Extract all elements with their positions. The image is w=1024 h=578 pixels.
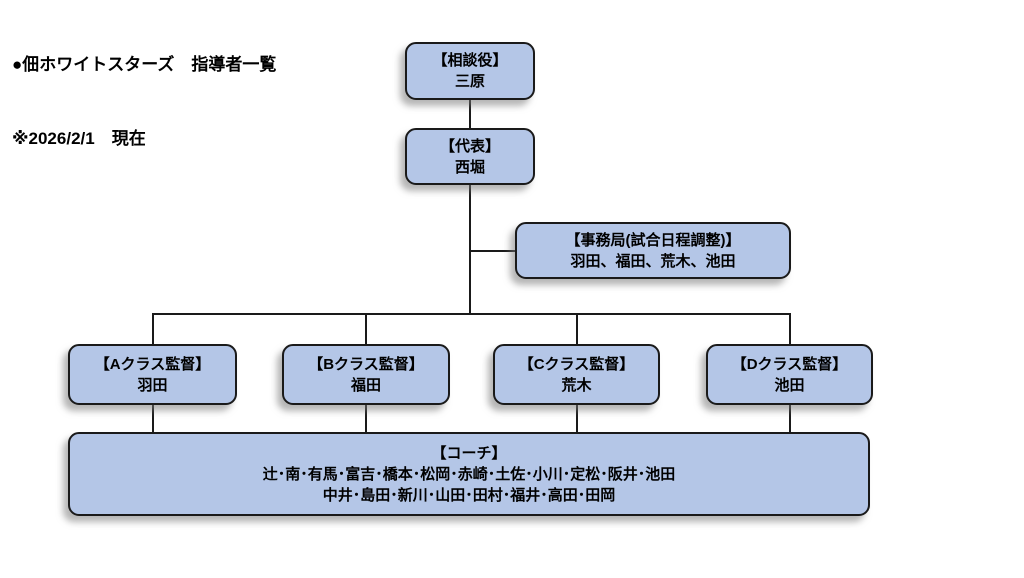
node-representative-names: 西堀: [454, 158, 485, 176]
node-class-a-manager: 【Aクラス監督】 羽田: [68, 344, 237, 405]
connector-drop-class-b: [365, 313, 367, 345]
node-coach-names-line2: 中井･島田･新川･山田･田村･福井･高田･田岡: [322, 486, 616, 504]
connector-drop-class-a: [152, 313, 154, 345]
connector-class-d-coach: [789, 405, 791, 433]
node-office: 【事務局(試合日程調整)】 羽田、福田、荒木、池田: [515, 222, 791, 279]
node-coach: 【コーチ】 辻･南･有馬･富吉･橋本･松岡･赤崎･土佐･小川･定松･阪井･池田 …: [68, 432, 870, 516]
node-advisor-role: 【相談役】: [432, 52, 508, 69]
node-representative-role: 【代表】: [439, 137, 500, 155]
connector-managers-horizontal: [152, 313, 791, 315]
connector-drop-class-c: [576, 313, 578, 345]
node-class-d-manager: 【Dクラス監督】 池田: [706, 344, 873, 405]
connector-advisor-representative: [469, 100, 471, 129]
node-class-c-manager: 【Cクラス監督】 荒木: [493, 344, 660, 405]
page-title-line1: ●佃ホワイトスターズ 指導者一覧: [12, 55, 277, 75]
node-class-b-role: 【Bクラス監督】: [308, 355, 424, 373]
node-advisor-names: 三原: [454, 73, 485, 90]
node-class-a-role: 【Aクラス監督】: [94, 355, 211, 373]
node-class-a-names: 羽田: [137, 376, 168, 394]
node-coach-names-line1: 辻･南･有馬･富吉･橋本･松岡･赤崎･土佐･小川･定松･阪井･池田: [262, 465, 676, 483]
node-class-b-manager: 【Bクラス監督】 福田: [282, 344, 450, 405]
node-class-d-names: 池田: [774, 376, 805, 394]
node-coach-role: 【コーチ】: [431, 444, 507, 462]
page-title-line2: ※2026/2/1 現在: [12, 129, 146, 149]
connector-trunk-office: [470, 250, 516, 252]
node-class-c-names: 荒木: [561, 376, 592, 394]
node-advisor: 【相談役】 三原: [405, 42, 535, 100]
node-class-c-role: 【Cクラス監督】: [518, 355, 635, 373]
node-class-d-role: 【Dクラス監督】: [731, 355, 848, 373]
connector-drop-class-d: [789, 313, 791, 345]
connector-class-c-coach: [576, 405, 578, 433]
connector-class-b-coach: [365, 405, 367, 433]
node-representative: 【代表】 西堀: [405, 128, 535, 185]
node-class-b-names: 福田: [350, 376, 381, 394]
node-office-role: 【事務局(試合日程調整)】: [565, 231, 741, 249]
node-office-names: 羽田、福田、荒木、池田: [570, 252, 736, 270]
page-title: ●佃ホワイトスターズ 指導者一覧 ※2026/2/1 現在: [12, 4, 276, 201]
connector-class-a-coach: [152, 405, 154, 433]
